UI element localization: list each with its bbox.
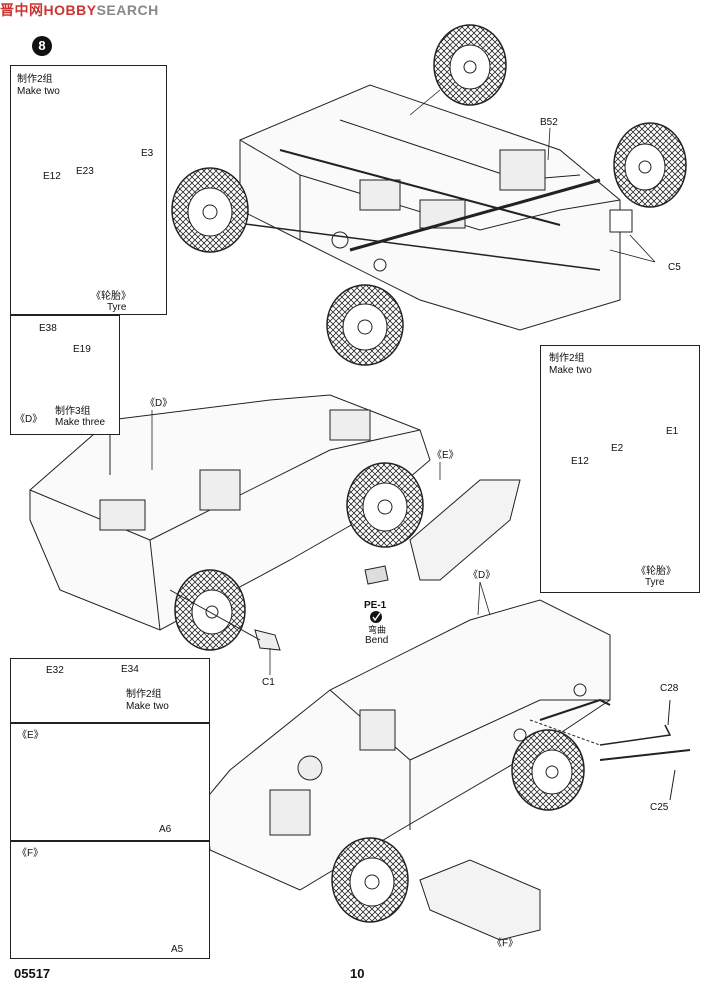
make-en: Make three [55, 417, 106, 428]
chassis-wheel-rear-right [613, 122, 687, 208]
pe-1-part [364, 565, 389, 623]
make-en: Make two [126, 701, 169, 712]
pe1-cn: 弯曲 [368, 625, 387, 635]
hull-wheel-front [346, 462, 424, 548]
part-label-e12: E12 [571, 456, 589, 467]
chassis-assembly [229, 84, 633, 331]
make-cn: 制作2组 [17, 74, 53, 85]
chassis-leader-lines [409, 89, 656, 263]
hull-assembly-bottom [204, 599, 611, 891]
ref-e-middle: 《E》 [432, 450, 459, 461]
ref-e: 《E》 [17, 730, 44, 741]
make-cn: 制作2组 [126, 689, 162, 700]
watermark-chinese: 晋中网 [0, 2, 44, 18]
watermark-search: SEARCH [96, 2, 159, 18]
ref-d-middle: 《D》 [145, 398, 173, 409]
make-cn: 制作2组 [549, 353, 585, 364]
part-label-e12: E12 [43, 171, 61, 182]
d-leader-mid [151, 410, 441, 480]
tyre-cn: 《轮胎》 [636, 566, 676, 577]
ref-f-bottom: 《F》 [492, 938, 519, 949]
part-label-e19: E19 [73, 344, 91, 355]
callout-part-d: E38 E19 《D》 制作3组 Make three [10, 315, 120, 435]
ref-d-bottom: 《D》 [468, 570, 496, 581]
tyre-en: Tyre [107, 302, 127, 313]
chassis-wheel-rear-top [433, 24, 507, 106]
product-code: 05517 [14, 966, 51, 981]
chassis-wheel-front-bottom [326, 284, 404, 366]
tyre-cn: 《轮胎》 [91, 291, 131, 302]
pe1-label: PE-1 [364, 600, 387, 611]
fender-e-middle [409, 479, 521, 581]
part-label-a5: A5 [171, 944, 184, 955]
make-cn: 制作3组 [55, 406, 91, 417]
make-en: Make two [17, 86, 60, 97]
ref-d: 《D》 [15, 414, 43, 425]
hull-wheel-rear [174, 569, 246, 651]
callout-wheel-top-left: 制作2组 Make two E12 E23 E3 《轮胎》 Tyre [10, 65, 167, 315]
make-en: Make two [549, 365, 592, 376]
part-label-b52: B52 [540, 117, 558, 128]
bottom-wheel-rear [511, 729, 585, 811]
part-label-c5: C5 [668, 262, 681, 273]
part-label-c25: C25 [650, 802, 669, 813]
part-label-a6: A6 [159, 824, 172, 835]
bottom-wheel-front [331, 837, 409, 923]
watermark-hobby: HOBBY [43, 2, 97, 18]
pe1-en: Bend [365, 635, 389, 646]
part-label-e23: E23 [76, 166, 94, 177]
callout-wheel-right: 制作2组 Make two E12 E2 E1 《轮胎》 Tyre [540, 345, 700, 593]
page-number: 10 [350, 966, 365, 981]
part-label-e34: E34 [121, 664, 139, 675]
fender-f-bottom [419, 859, 541, 941]
callout-part-f: 《F》 A5 [10, 841, 210, 959]
callout-part-e32: E32 E34 制作2组 Make two [10, 658, 210, 723]
part-label-e3: E3 [141, 148, 154, 159]
tyre-en: Tyre [645, 577, 665, 588]
part-label-e38: E38 [39, 323, 57, 334]
watermark: 晋中网HOBBYSEARCH [0, 0, 159, 20]
step-number: 8 [32, 36, 52, 56]
d-leader-bottom [477, 581, 491, 616]
part-label-c1: C1 [262, 677, 275, 688]
part-label-e32: E32 [46, 665, 64, 676]
part-label-e2: E2 [611, 443, 624, 454]
chassis-wheel-front-left [171, 167, 249, 253]
c1-part [169, 589, 281, 675]
part-label-c28: C28 [660, 683, 679, 694]
c25-c28-parts [529, 699, 691, 801]
callout-part-e: 《E》 A6 [10, 723, 210, 841]
ref-f: 《F》 [17, 848, 44, 859]
part-label-e1: E1 [666, 426, 679, 437]
